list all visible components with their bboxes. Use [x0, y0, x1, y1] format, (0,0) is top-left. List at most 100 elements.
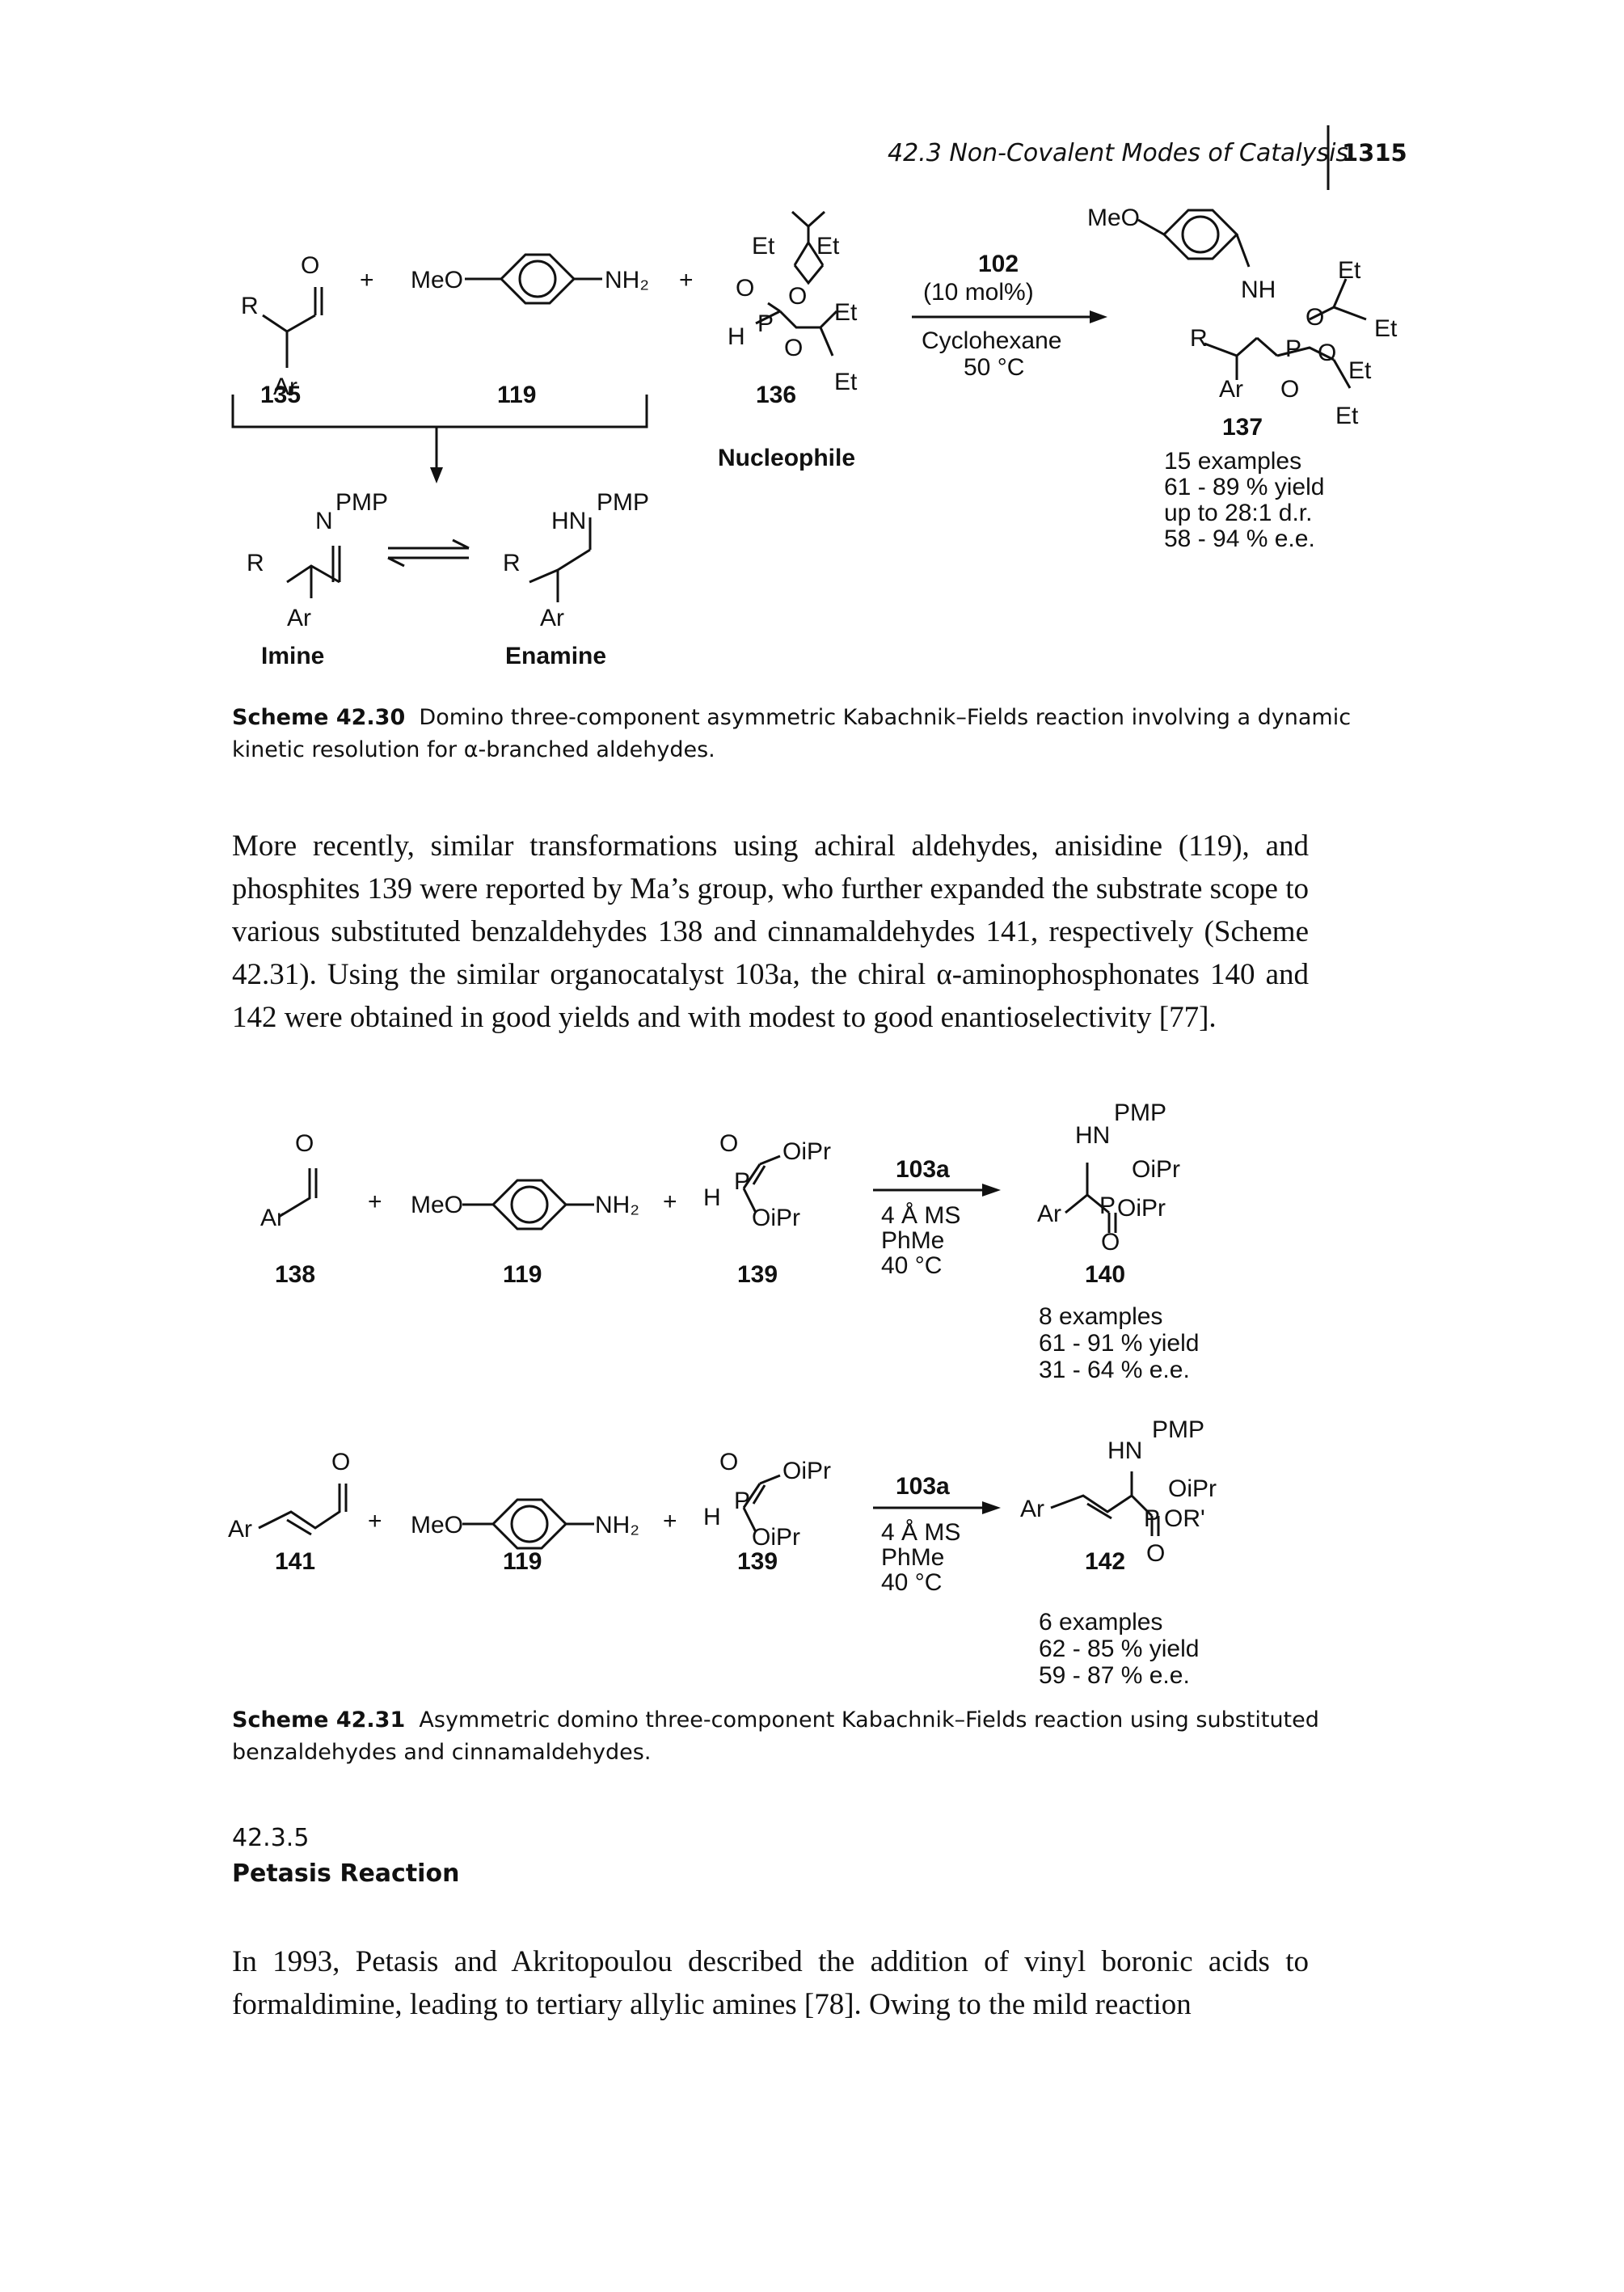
- conditions: 4 Å MS PhMe 40 °C: [881, 1520, 960, 1595]
- ester-oxygen-label: O: [788, 283, 808, 310]
- compound-138-label: 138: [275, 1261, 316, 1288]
- yield-range: 62 - 85 % yield: [1039, 1636, 1200, 1662]
- phosphoryl-oxygen-label: O: [719, 1449, 739, 1475]
- plus-sign: +: [663, 1188, 677, 1215]
- isopropoxy-label: OiPr: [1168, 1475, 1217, 1502]
- phosphoryl-oxygen-label: O: [719, 1130, 739, 1157]
- isopropoxy-label: OiPr: [782, 1458, 831, 1484]
- enamine-label: Enamine: [505, 643, 607, 669]
- examples-count: 15 examples: [1164, 448, 1302, 475]
- yield-range: 61 - 91 % yield: [1039, 1330, 1200, 1357]
- scheme-42-30: R O Ar 135 + MeO NH₂ 119 + Et Et O O Et …: [0, 0, 1624, 728]
- compound-141-label: 141: [275, 1548, 316, 1575]
- solvent-label: PhMe: [881, 1227, 945, 1254]
- compound-136-label: 136: [756, 382, 797, 408]
- header-divider: [1327, 125, 1330, 190]
- results-142: 6 examples 62 - 85 % yield 59 - 87 % e.e…: [1039, 1609, 1199, 1689]
- examples-count: 8 examples: [1039, 1303, 1163, 1330]
- results-140: 8 examples 61 - 91 % yield 31 - 64 % e.e…: [1039, 1303, 1199, 1383]
- phosphorus-label: P: [757, 310, 774, 337]
- plus-sign: +: [368, 1188, 382, 1215]
- catalyst-label: 103a: [896, 1473, 950, 1500]
- page-number: 1315: [1342, 139, 1407, 167]
- aryl-label: Ar: [260, 1205, 285, 1231]
- pmp-label: PMP: [1114, 1100, 1167, 1126]
- nh-label: NH: [1241, 276, 1276, 303]
- aryl-label: Ar: [273, 374, 297, 400]
- ethyl-label: Et: [1348, 357, 1372, 384]
- phosphorus-label: P: [734, 1168, 751, 1195]
- running-title: 42.3 Non-Covalent Modes of Catalysis: [888, 139, 1349, 167]
- section-number: 42.3.5: [232, 1824, 310, 1852]
- ethyl-label: Et: [816, 233, 840, 260]
- carbonyl-oxygen-label: O: [331, 1449, 351, 1475]
- body-paragraph: In 1993, Petasis and Akritopoulou descri…: [232, 1945, 1309, 2021]
- ester-oxygen-label: O: [1318, 340, 1337, 366]
- hn-label: HN: [1107, 1437, 1143, 1464]
- isopropoxy-label: OiPr: [752, 1524, 800, 1551]
- compound-142-label: 142: [1085, 1548, 1126, 1575]
- aryl-label: Ar: [1020, 1496, 1044, 1522]
- ethyl-label: Et: [1335, 403, 1359, 429]
- compound-139-label: 139: [737, 1548, 778, 1575]
- phosphoryl-oxygen-label: O: [1280, 376, 1300, 403]
- scheme-42-30-results: 15 examples 61 - 89 % yield up to 28:1 d…: [1164, 449, 1324, 552]
- dr-value: up to 28:1 d.r.: [1164, 500, 1313, 526]
- compound-119-label: 119: [497, 382, 537, 408]
- catalyst-loading: (10 mol%): [923, 279, 1034, 306]
- hydrogen-label: H: [703, 1504, 721, 1530]
- hydrogen-label: H: [703, 1184, 721, 1211]
- scheme-42-31-bonds: [258, 1154, 1160, 1550]
- catalyst-label: 102: [978, 251, 1019, 277]
- r-group-label: R: [247, 550, 264, 576]
- phosphoryl-oxygen-label: O: [736, 275, 755, 302]
- isopropoxy-label: OiPr: [752, 1205, 800, 1231]
- amine-label: NH₂: [595, 1192, 639, 1218]
- scheme-42-30-bonds: [231, 209, 1367, 602]
- scheme-42-31-caption: Scheme 42.31 Asymmetric domino three-com…: [232, 1704, 1396, 1769]
- methoxy-label: MeO: [411, 1192, 464, 1218]
- carbonyl-oxygen-label: O: [295, 1130, 314, 1157]
- plus-sign: +: [679, 267, 694, 293]
- compound-139-label: 139: [737, 1261, 778, 1288]
- r-group-label: R: [241, 293, 259, 319]
- isopropoxy-label: OiPr: [782, 1138, 831, 1165]
- ester-oxygen-label: O: [1306, 304, 1325, 331]
- aryl-label: Ar: [1219, 376, 1243, 403]
- aryl-label: Ar: [540, 605, 564, 631]
- methoxy-label: MeO: [411, 1512, 464, 1539]
- compound-119-label: 119: [503, 1261, 542, 1288]
- nucleophile-label: Nucleophile: [718, 445, 856, 471]
- plus-sign: +: [360, 267, 374, 293]
- phosphorus-label: P: [1285, 336, 1302, 362]
- phosphorus-label: P: [734, 1488, 751, 1514]
- scheme-42-30-caption: Scheme 42.30 Domino three-component asym…: [232, 702, 1396, 766]
- temperature-label: 50 °C: [964, 354, 1025, 381]
- ethyl-label: Et: [834, 299, 858, 326]
- solvent-label: PhMe: [881, 1544, 945, 1571]
- compound-135-label: 135: [260, 382, 302, 408]
- catalyst-label: 103a: [896, 1156, 950, 1183]
- phosphoryl-oxygen-label: O: [1146, 1540, 1166, 1567]
- hydrogen-label: H: [728, 323, 745, 350]
- body-paragraph: More recently, similar transformations u…: [232, 829, 1309, 1034]
- r-group-label: R: [503, 550, 521, 576]
- phosphorus-label: P: [1144, 1505, 1161, 1532]
- yield-range: 61 - 89 % yield: [1164, 474, 1325, 500]
- caption-text: Domino three-component asymmetric Kabach…: [232, 705, 1352, 762]
- imine-label: Imine: [261, 643, 325, 669]
- ethyl-label: Et: [834, 369, 858, 395]
- molecular-sieves: 4 Å MS: [881, 1519, 961, 1546]
- compound-140-label: 140: [1085, 1261, 1126, 1288]
- plus-sign: +: [663, 1508, 677, 1534]
- temperature-label: 40 °C: [881, 1569, 943, 1596]
- aryl-label: Ar: [1037, 1201, 1061, 1227]
- amine-label: NH₂: [605, 267, 649, 293]
- ee-range: 31 - 64 % e.e.: [1039, 1357, 1190, 1383]
- methoxy-label: MeO: [411, 267, 464, 293]
- conditions: 4 Å MS PhMe 40 °C: [881, 1203, 960, 1278]
- aryl-label: Ar: [287, 605, 311, 631]
- hn-label: HN: [1075, 1122, 1111, 1149]
- pmp-label: PMP: [597, 489, 650, 516]
- methoxy-label: MeO: [1087, 205, 1141, 231]
